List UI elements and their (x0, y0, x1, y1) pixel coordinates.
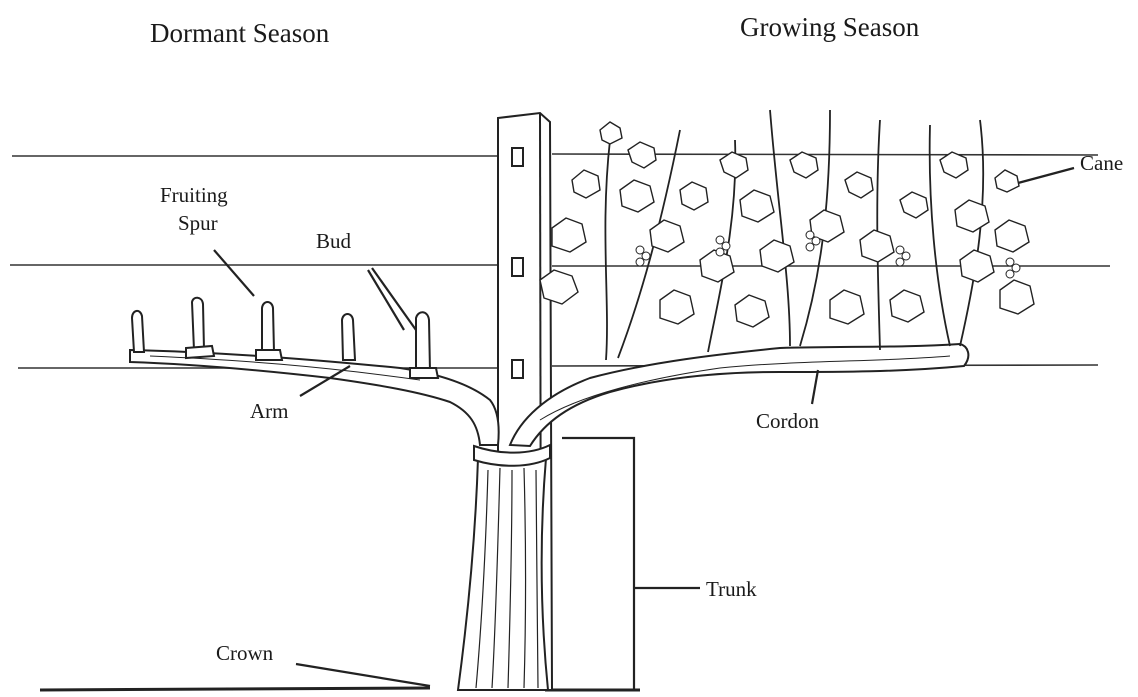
dormant-cordon (130, 298, 499, 445)
fruiting-spur-label-line2: Spur (178, 212, 218, 235)
dormant-season-title: Dormant Season (150, 18, 329, 49)
growing-season-title: Growing Season (740, 12, 919, 43)
vine-trunk (458, 445, 550, 690)
fruiting-spur-pointer (214, 250, 254, 296)
cordon-pointer (812, 370, 818, 404)
middle-wire (10, 265, 1110, 266)
bud-pointer-1 (368, 270, 404, 330)
cordon-label: Cordon (756, 410, 819, 433)
bud-pointer-2 (372, 268, 416, 330)
cane-pointer (1018, 168, 1074, 183)
arm-label: Arm (250, 400, 289, 423)
growing-cordon (510, 344, 968, 446)
crown-pointer (296, 664, 430, 686)
cane-label: Cane (1080, 152, 1123, 175)
trunk-label: Trunk (706, 578, 757, 601)
trunk-bracket (562, 438, 700, 690)
crown-label: Crown (216, 642, 273, 665)
top-wire (12, 154, 1098, 156)
fruiting-spur-label-line1: Fruiting (160, 184, 228, 207)
bud-label: Bud (316, 230, 351, 253)
vine-leaves (540, 122, 1034, 327)
